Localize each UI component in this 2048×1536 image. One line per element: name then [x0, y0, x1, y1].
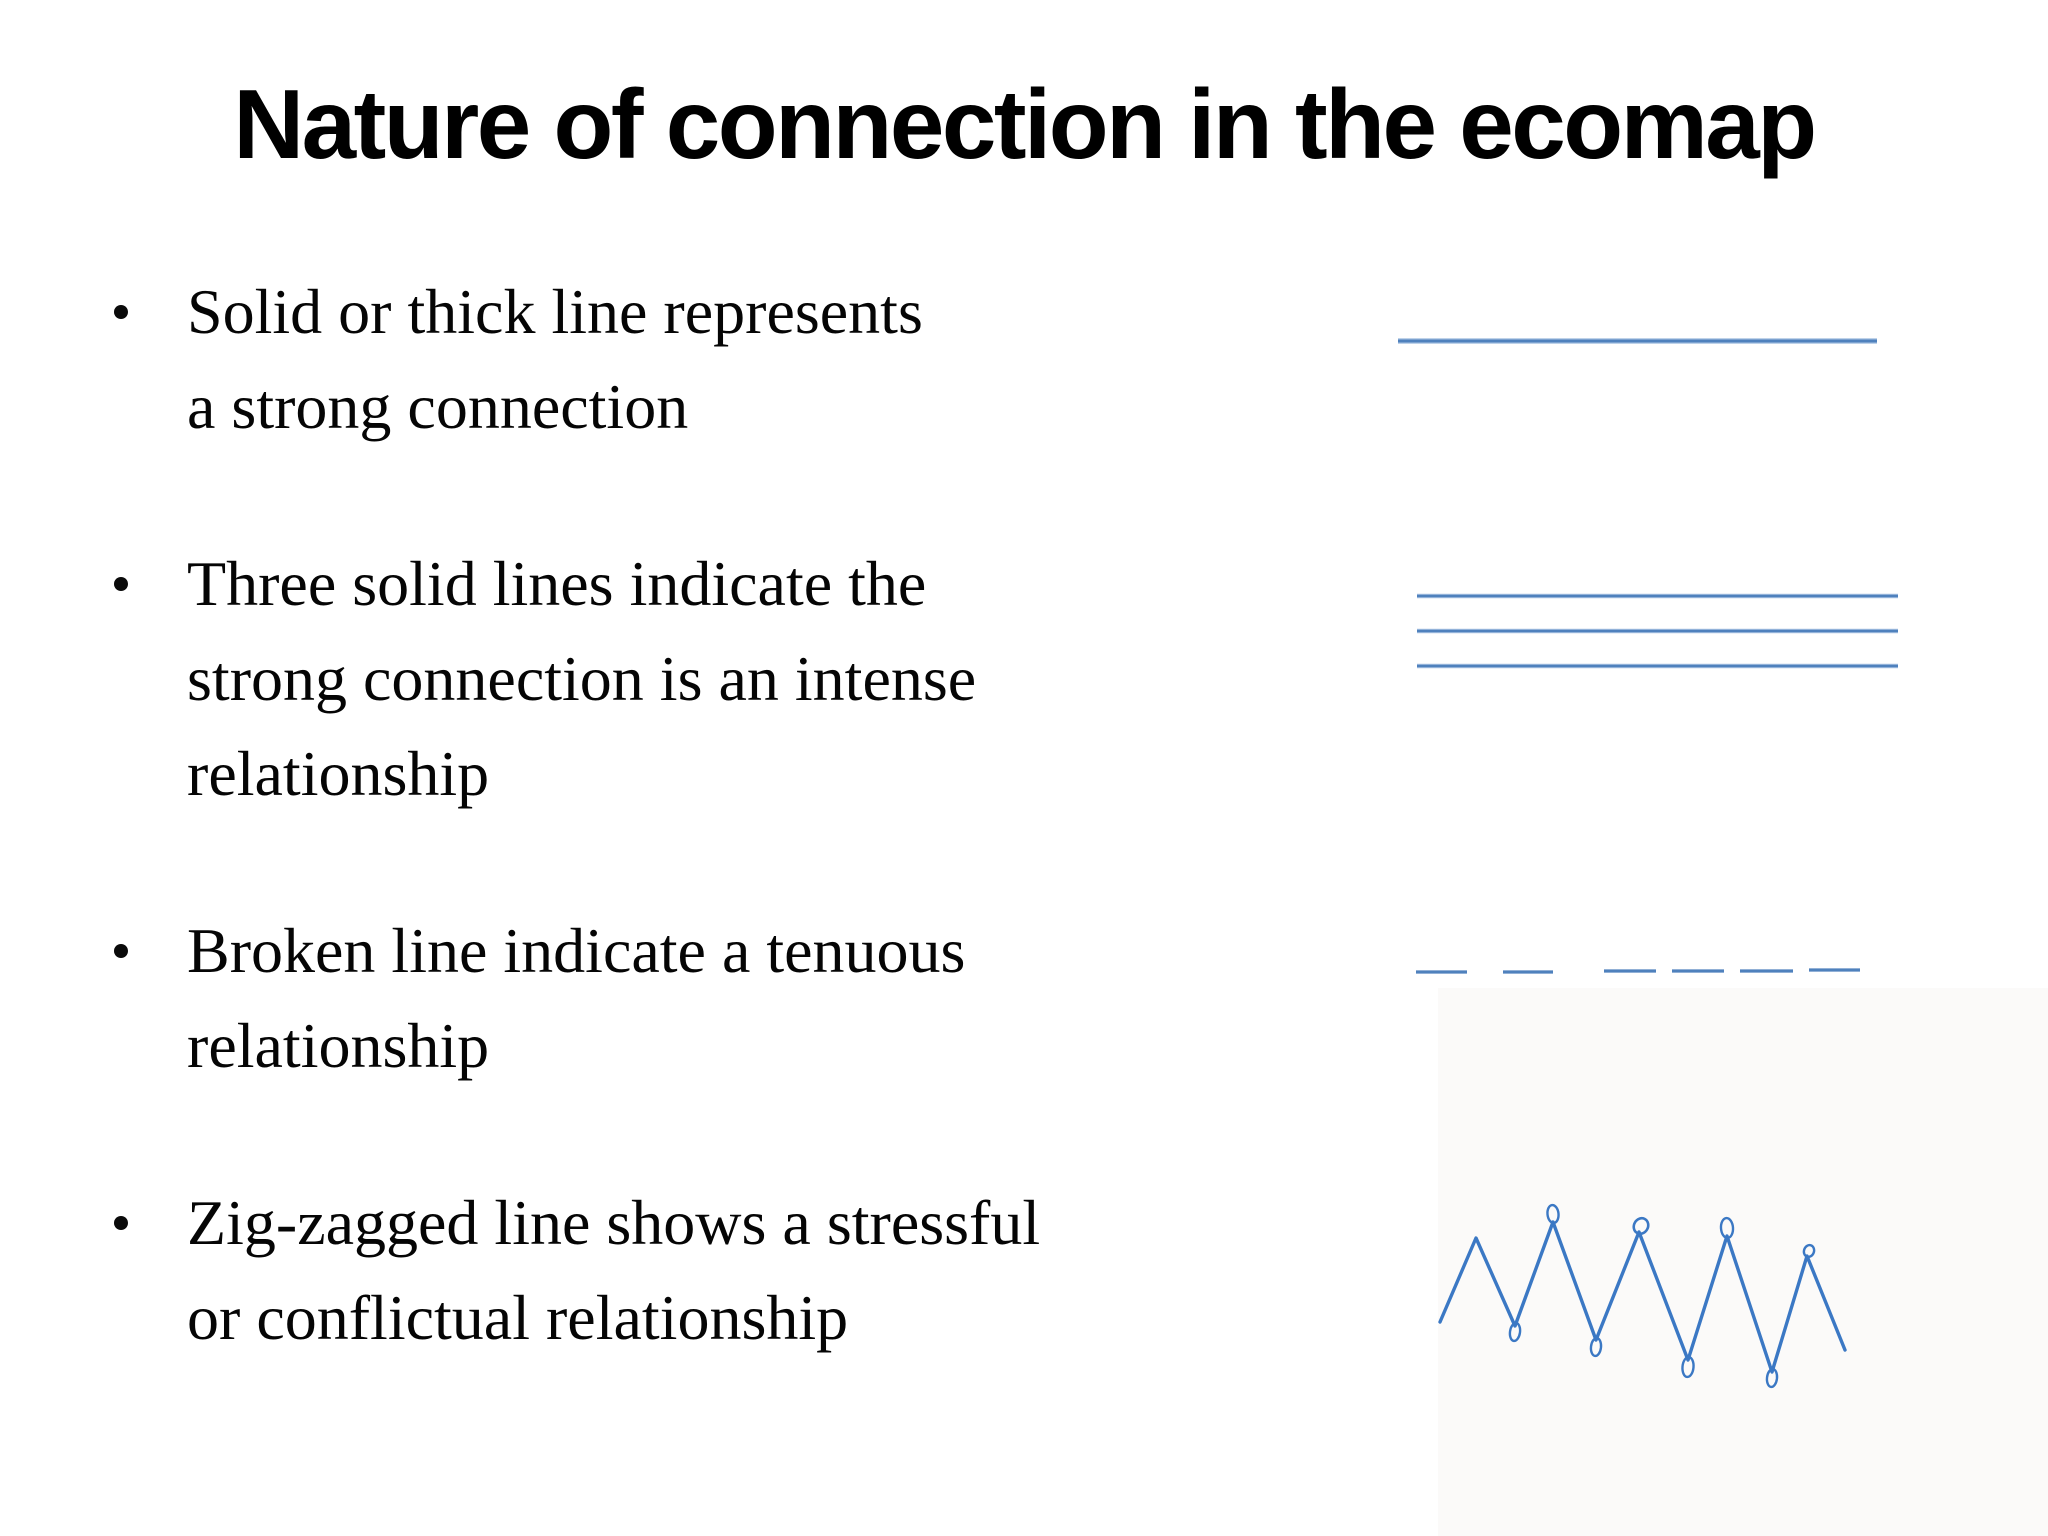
scan-tonal-patch: [1438, 988, 2048, 1536]
bullet-line: strong connection is an intense: [187, 643, 977, 714]
bullet-dot-icon: [114, 577, 128, 591]
bullet-line: Three solid lines indicate the: [187, 548, 927, 619]
bullet-dot-icon: [114, 1216, 128, 1230]
bullet-dot-icon: [114, 305, 128, 319]
bullet-line: relationship: [187, 1010, 490, 1081]
bullet-item-broken-line: Broken line indicate a tenuous relations…: [110, 903, 1320, 1093]
bullet-line: Zig-zagged line shows a stressful: [187, 1187, 1041, 1258]
slide-title: Nature of connection in the ecomap: [233, 69, 1817, 179]
bullet-line: Broken line indicate a tenuous: [187, 915, 966, 986]
bullet-line: a strong connection: [187, 371, 689, 442]
dashed-line-graphic: [1416, 968, 1860, 974]
bullet-list: Solid or thick line represents a strong …: [110, 264, 1320, 1447]
bullet-dot-icon: [114, 944, 128, 958]
bullet-item-three-lines: Three solid lines indicate the strong co…: [110, 536, 1320, 821]
bullet-item-solid-line: Solid or thick line represents a strong …: [110, 264, 1320, 454]
triple-solid-line-graphic: [1417, 593, 1898, 669]
bullet-line: Solid or thick line represents: [187, 276, 923, 347]
bullet-item-zigzag-line: Zig-zagged line shows a stressful or con…: [110, 1175, 1320, 1365]
bullet-line: relationship: [187, 738, 490, 809]
bullet-line: or conflictual relationship: [187, 1282, 849, 1353]
